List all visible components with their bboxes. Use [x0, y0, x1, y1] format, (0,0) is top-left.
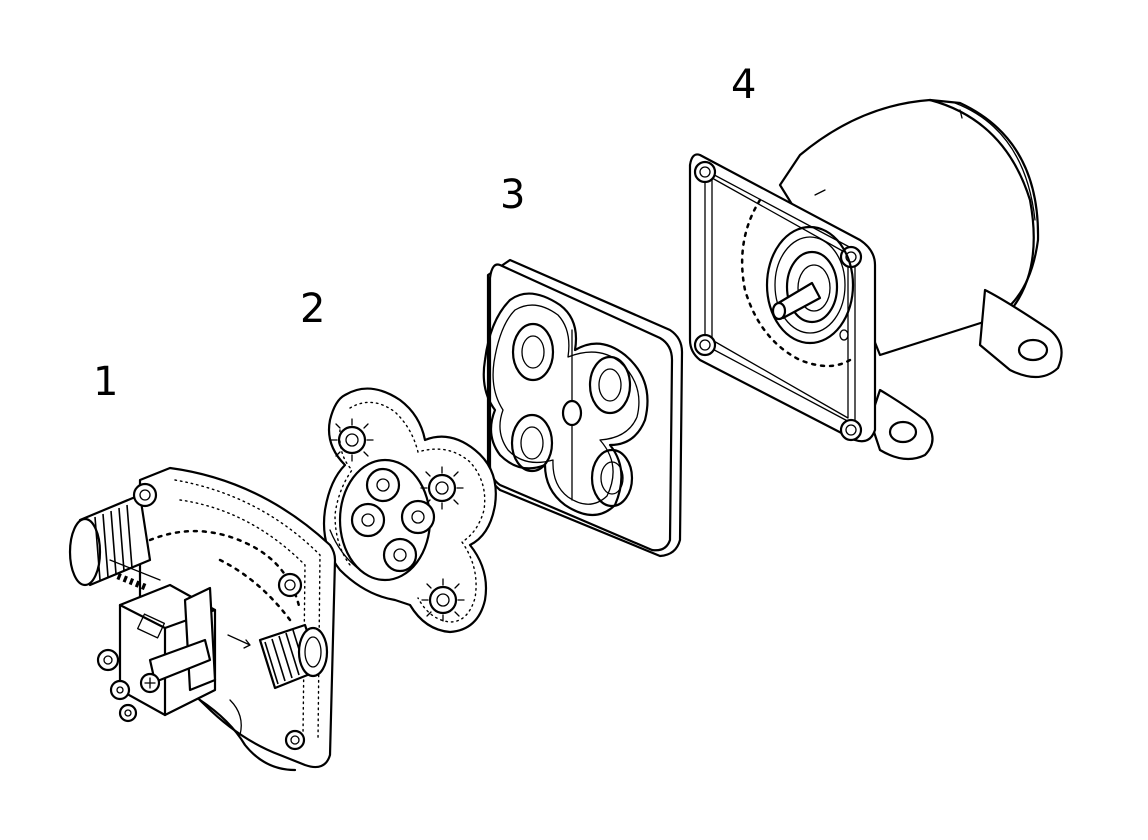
callout-3: 3 [500, 172, 525, 218]
outlet-port [258, 623, 329, 690]
callout-2: 2 [300, 286, 325, 332]
motor-part [688, 98, 1063, 461]
inlet-port [68, 493, 152, 587]
pressure-switch [96, 583, 217, 723]
diaphragm-part [482, 258, 684, 558]
valve-assembly-part [322, 387, 497, 634]
rosette-top [330, 418, 374, 462]
pump-head-part: ▮▮▮▮▮ [68, 466, 337, 772]
callout-1: 1 [93, 359, 118, 405]
rosette-bottom [421, 578, 465, 622]
callout-4: 4 [731, 62, 756, 108]
